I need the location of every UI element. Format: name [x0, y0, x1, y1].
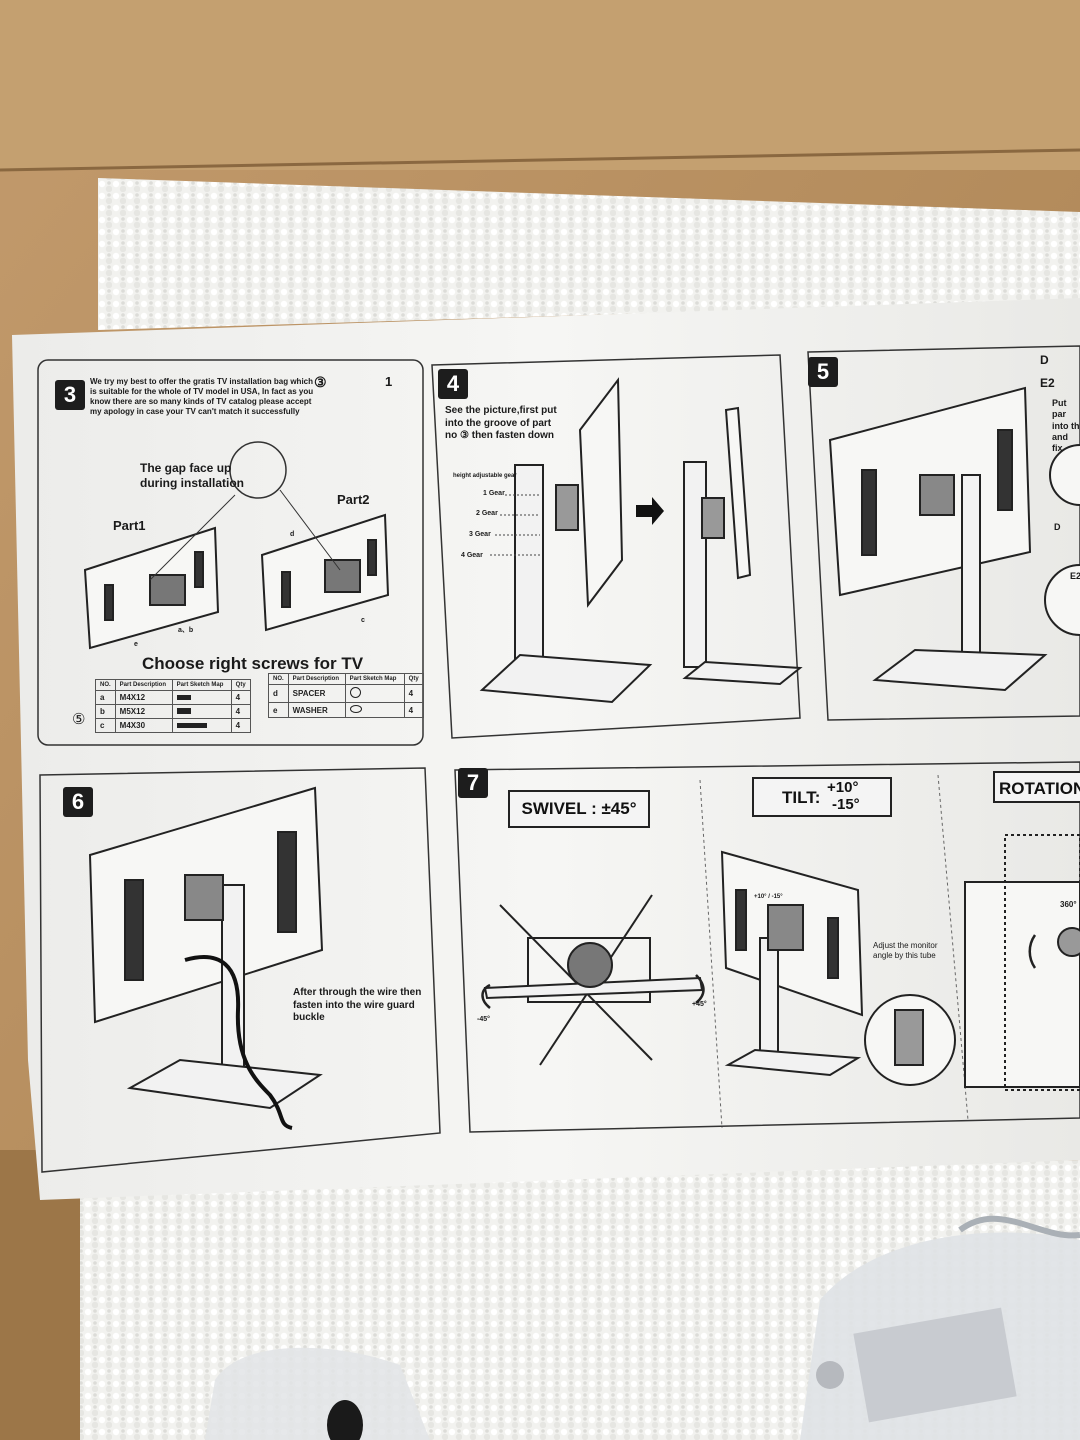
step3-qty: 1 — [385, 374, 393, 389]
step7-swivel-diagram — [481, 894, 705, 1066]
step4-stand — [479, 377, 803, 704]
tilt-down: -15° — [832, 796, 860, 813]
panel-step7 — [454, 761, 1080, 1133]
panel-step5 — [807, 345, 1080, 721]
parts-table-left: NO. Part Description Part Sketch Map Qty… — [95, 679, 251, 733]
label-ab: a、b — [178, 627, 194, 634]
screw-icon — [176, 723, 207, 728]
accessory-knob — [327, 1400, 363, 1440]
gap-note: The gap face up during installation — [140, 461, 244, 490]
label-e: e — [134, 641, 138, 648]
step7-rotation-diagram — [964, 834, 1080, 1091]
table-row: a M4X12 4 — [95, 690, 251, 705]
step5-assembly — [828, 386, 1080, 692]
step7-badge: 7 — [458, 768, 488, 798]
tilt-up: +10° — [827, 779, 859, 796]
table-row: e WASHER 4 — [268, 702, 424, 718]
step5-instruction: Put par into th and fix — [1052, 398, 1080, 453]
step3-monitor-part2 — [260, 513, 390, 632]
panel-step6 — [39, 767, 441, 1173]
tilt-note: Adjust the monitor angle by this tube — [873, 941, 938, 960]
table-row: c M4X30 4 — [95, 718, 251, 733]
step5-label-e2: E2 — [1040, 376, 1055, 390]
parts-table-right: NO. Part Description Part Sketch Map Qty… — [268, 673, 424, 718]
step4-badge: 4 — [438, 369, 468, 399]
screws-title: Choose right screws for TV — [142, 654, 364, 673]
step7-tilt-diagram — [720, 850, 956, 1086]
swivel-label: SWIVEL : ±45° — [508, 790, 650, 828]
step5-callout-d: D — [1054, 522, 1061, 532]
foam-top — [98, 178, 1080, 330]
gear-1: 1 Gear — [483, 490, 505, 497]
step6-assembly — [88, 786, 324, 1130]
tilt-small-label: +10° / -15° — [754, 894, 783, 900]
screw-icon — [176, 708, 191, 714]
part2-label: Part2 — [337, 492, 370, 507]
accessory-bag-left — [205, 1347, 430, 1440]
swivel-left: -45° — [477, 1016, 490, 1023]
gear-2: 2 Gear — [476, 510, 498, 517]
th-sketch: Part Sketch Map — [171, 679, 232, 691]
rotation-label: ROTATION — [993, 771, 1080, 803]
arrow-right-icon — [636, 497, 664, 525]
th-desc: Part Description — [114, 679, 173, 691]
step3-monitor-part1 — [83, 526, 220, 650]
washer-icon — [349, 705, 362, 713]
step5-label-d: D — [1040, 353, 1049, 367]
tilt-label-box: TILT: +10° -15° — [752, 777, 892, 817]
spacer-icon — [349, 687, 361, 698]
step5-callout-e: E2 — [1070, 571, 1080, 581]
rotation-degree: 360° — [1060, 900, 1077, 909]
label-c: c — [361, 617, 365, 624]
panel-step3 — [37, 359, 424, 746]
part1-label: Part1 — [113, 518, 146, 533]
th-no: NO. — [95, 679, 116, 691]
table-row: d SPACER 4 — [268, 684, 424, 703]
gap-detail-circle — [229, 441, 287, 499]
table-ref: ⑤ — [72, 711, 86, 728]
panel-step4 — [431, 354, 801, 739]
label-d: d — [290, 531, 295, 538]
th-no: NO. — [268, 673, 289, 685]
gear-3: 3 Gear — [469, 531, 491, 538]
step6-badge: 6 — [63, 787, 93, 817]
step6-instruction: After through the wire then fasten into … — [293, 987, 422, 1023]
step5-badge: 5 — [808, 357, 838, 387]
step4-instruction: See the picture,first put into the groov… — [445, 405, 557, 441]
th-desc: Part Description — [287, 673, 346, 685]
tilt-label: TILT: — [782, 788, 821, 807]
th-qty: Qty — [403, 673, 424, 685]
box-flap-top — [0, 0, 1080, 170]
step3-intro: We try my best to offer the gratis TV in… — [90, 377, 314, 416]
table-row: b M5X12 4 — [95, 704, 251, 719]
step3-part-ref: ③ — [314, 374, 327, 390]
gear-title: height adjustable gear — [453, 473, 517, 479]
th-sketch: Part Sketch Map — [344, 673, 405, 685]
gear-4: 4 Gear — [461, 552, 483, 559]
screw-icon — [176, 695, 191, 700]
step3-badge: 3 — [55, 380, 85, 410]
th-qty: Qty — [230, 679, 251, 691]
swivel-right: +45° — [692, 1001, 707, 1008]
